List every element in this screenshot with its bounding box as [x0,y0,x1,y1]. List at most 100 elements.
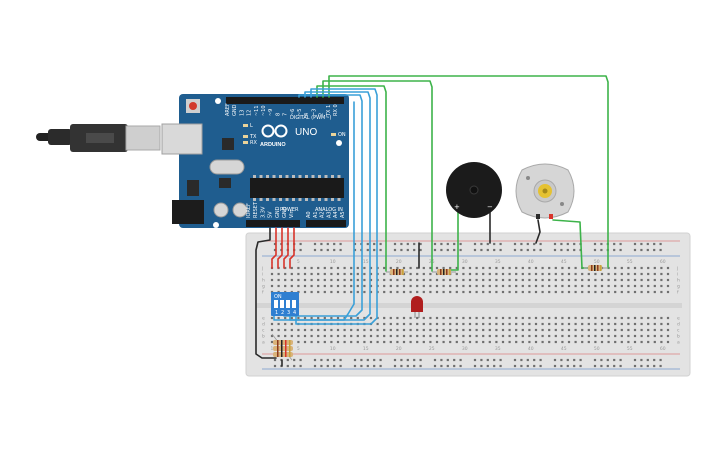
breadboard-hole[interactable] [567,340,571,344]
breadboard-hole[interactable] [534,340,538,344]
breadboard-hole[interactable] [501,278,505,282]
breadboard-hole[interactable] [567,278,571,282]
breadboard-hole[interactable] [270,322,274,326]
breadboard-hole[interactable] [594,334,597,338]
breadboard-hole[interactable] [449,334,452,338]
breadboard-hole[interactable] [633,322,637,326]
breadboard-hole[interactable] [350,266,353,270]
breadboard-hole[interactable] [310,266,313,270]
breadboard-hole[interactable] [581,290,584,294]
breadboard-hole[interactable] [284,334,287,338]
breadboard-hole[interactable] [614,278,617,282]
breadboard-hole[interactable] [455,266,458,270]
breadboard-rail-hole[interactable] [593,242,597,246]
breadboard-hole[interactable] [647,284,650,288]
breadboard-hole[interactable] [548,266,551,270]
breadboard-hole[interactable] [277,272,280,276]
breadboard-hole[interactable] [653,290,656,294]
breadboard-rail-hole[interactable] [593,248,597,252]
breadboard-hole[interactable] [284,272,287,276]
breadboard-hole[interactable] [429,328,432,332]
breadboard-hole[interactable] [587,322,590,326]
breadboard-hole[interactable] [284,328,287,332]
breadboard-hole[interactable] [561,334,564,338]
breadboard-hole[interactable] [442,278,445,282]
breadboard-hole[interactable] [633,284,637,288]
breadboard-hole[interactable] [435,322,439,326]
breadboard-hole[interactable] [383,328,386,332]
breadboard-hole[interactable] [350,316,353,320]
breadboard-hole[interactable] [482,328,485,332]
breadboard-hole[interactable] [468,290,472,294]
breadboard-hole[interactable] [336,328,340,332]
breadboard-hole[interactable] [475,278,478,282]
breadboard-hole[interactable] [488,340,491,344]
breadboard-hole[interactable] [633,278,637,282]
breadboard-hole[interactable] [442,322,445,326]
breadboard-rail-hole[interactable] [573,242,576,246]
breadboard-hole[interactable] [521,266,524,270]
breadboard-hole[interactable] [416,340,419,344]
breadboard-hole[interactable] [482,290,485,294]
breadboard-rail-hole[interactable] [640,358,643,362]
breadboard-hole[interactable] [343,328,346,332]
breadboard-hole[interactable] [488,316,491,320]
breadboard-rail-hole[interactable] [440,242,443,246]
breadboard-rail-hole[interactable] [320,248,323,252]
breadboard-hole[interactable] [554,322,557,326]
breadboard-hole[interactable] [468,272,472,276]
breadboard-hole[interactable] [468,278,472,282]
breadboard-hole[interactable] [488,266,491,270]
breadboard-hole[interactable] [488,284,491,288]
breadboard-hole[interactable] [554,278,557,282]
breadboard-hole[interactable] [455,290,458,294]
breadboard-hole[interactable] [495,278,498,282]
breadboard-hole[interactable] [666,266,670,270]
breadboard-hole[interactable] [495,334,498,338]
breadboard-hole[interactable] [330,334,333,338]
breadboard-hole[interactable] [462,334,465,338]
breadboard-rail-hole[interactable] [406,358,409,362]
breadboard-rail-hole[interactable] [473,358,477,362]
breadboard-hole[interactable] [541,266,544,270]
breadboard-hole[interactable] [660,284,663,288]
breadboard-rail-hole[interactable] [353,248,357,252]
breadboard-hole[interactable] [660,316,663,320]
breadboard-hole[interactable] [343,278,346,282]
breadboard-hole[interactable] [363,340,366,344]
breadboard-hole[interactable] [594,316,597,320]
breadboard-hole[interactable] [647,340,650,344]
power-header[interactable] [246,220,300,227]
breadboard-hole[interactable] [303,266,307,270]
breadboard-rail-hole[interactable] [393,358,397,362]
breadboard-rail-hole[interactable] [446,242,449,246]
breadboard-rail-hole[interactable] [286,364,289,368]
breadboard-hole[interactable] [336,340,340,344]
breadboard-hole[interactable] [640,266,643,270]
breadboard-hole[interactable] [548,334,551,338]
pulldown-resistors[interactable] [271,333,293,361]
breadboard-hole[interactable] [594,278,597,282]
breadboard-hole[interactable] [402,334,406,338]
breadboard-hole[interactable] [627,290,630,294]
breadboard-hole[interactable] [482,316,485,320]
breadboard-rail-hole[interactable] [619,364,622,368]
breadboard-rail-hole[interactable] [413,364,416,368]
wire-red-1[interactable] [271,227,277,269]
breadboard-hole[interactable] [376,340,379,344]
breadboard-hole[interactable] [356,266,359,270]
breadboard-rail-hole[interactable] [379,358,382,362]
breadboard-hole[interactable] [541,316,544,320]
breadboard-hole[interactable] [548,272,551,276]
breadboard-hole[interactable] [435,290,439,294]
breadboard-rail-hole[interactable] [619,248,622,252]
breadboard-hole[interactable] [343,284,346,288]
breadboard-hole[interactable] [620,340,623,344]
breadboard-hole[interactable] [541,328,544,332]
breadboard-hole[interactable] [277,316,280,320]
breadboard-hole[interactable] [336,272,340,276]
breadboard-hole[interactable] [310,272,313,276]
breadboard-hole[interactable] [574,290,577,294]
breadboard-hole[interactable] [383,316,386,320]
breadboard-rail-hole[interactable] [333,248,336,252]
